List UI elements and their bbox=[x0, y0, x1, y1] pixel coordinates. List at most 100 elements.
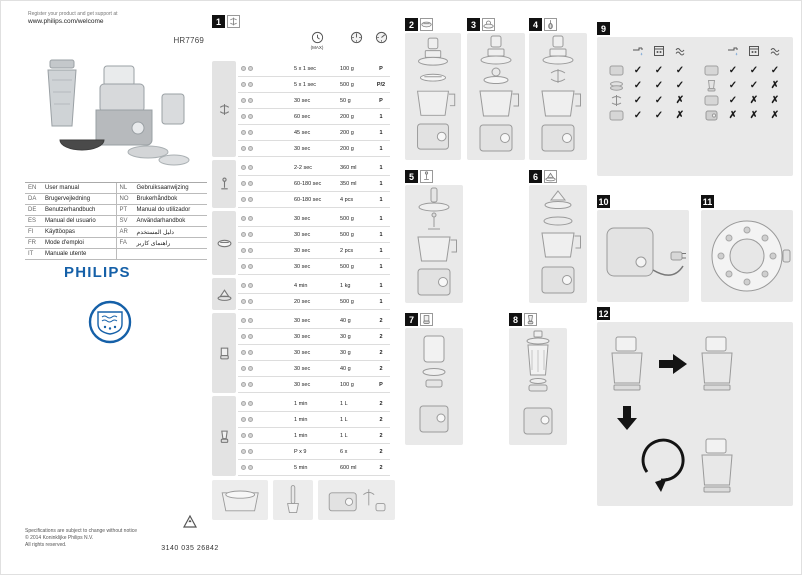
kneading-tool-icon bbox=[420, 170, 433, 183]
table-header: (MAX) bbox=[212, 31, 390, 61]
speed-cell: 2 bbox=[379, 416, 383, 423]
philips-welcome-link[interactable]: www.philips.com/welcome bbox=[28, 18, 104, 25]
amount-cell: 50 g bbox=[340, 97, 351, 104]
food-icon bbox=[241, 318, 246, 323]
speed-dial-icon bbox=[340, 31, 372, 44]
language-label: Gebruiksaanwijzing bbox=[136, 185, 189, 191]
whisk-icon bbox=[544, 18, 557, 31]
amount-cell: 1 L bbox=[340, 416, 348, 423]
food-icons bbox=[238, 130, 294, 135]
time-cell: 60 sec bbox=[294, 113, 311, 120]
time-cell: 1 min bbox=[294, 432, 308, 439]
food-icon bbox=[241, 334, 246, 339]
food-icons bbox=[238, 334, 294, 339]
food-icon bbox=[248, 98, 253, 103]
step-5-badge: 5 bbox=[405, 170, 418, 183]
food-icons bbox=[238, 382, 294, 387]
food-icons bbox=[238, 232, 294, 237]
language-code: FR bbox=[28, 240, 36, 246]
language-code: EN bbox=[28, 185, 37, 191]
food-icon bbox=[248, 146, 253, 151]
food-icons bbox=[238, 401, 294, 406]
food-icon bbox=[241, 130, 246, 135]
food-icon bbox=[248, 350, 253, 355]
step-1-badge: 1 bbox=[212, 15, 225, 28]
spacer bbox=[704, 47, 719, 59]
time-cell: 45 sec bbox=[294, 129, 311, 136]
step-11-diagram bbox=[701, 210, 793, 302]
amount-cell: 600 ml bbox=[340, 464, 357, 471]
food-icon bbox=[241, 248, 246, 253]
food-icon bbox=[241, 417, 246, 422]
food-icon bbox=[248, 318, 253, 323]
speed-cell: 1 bbox=[379, 196, 383, 203]
time-cell: 20 sec bbox=[294, 298, 311, 305]
blender-jar-icon bbox=[704, 79, 719, 92]
food-icon bbox=[241, 197, 246, 202]
food-icons bbox=[238, 283, 294, 288]
check-mark: ✓ bbox=[675, 79, 685, 91]
speed-cell: 1 bbox=[379, 145, 383, 152]
time-cell: 5 min bbox=[294, 464, 308, 471]
speed-cell: 1 bbox=[379, 298, 383, 305]
language-label: Manual do utilizador bbox=[136, 207, 191, 213]
food-icon bbox=[241, 299, 246, 304]
dishwasher-icon bbox=[653, 44, 665, 62]
disc-icon bbox=[212, 211, 236, 275]
dishwasher-icon bbox=[748, 44, 760, 62]
food-icon bbox=[248, 66, 253, 71]
recycle-icon bbox=[181, 514, 199, 530]
blender-icon bbox=[524, 313, 537, 326]
check-mark: ✓ bbox=[633, 64, 643, 76]
check-mark: ✓ bbox=[633, 79, 643, 91]
food-icons bbox=[238, 433, 294, 438]
clock-icon bbox=[311, 31, 323, 44]
speed-cell: 1 bbox=[379, 113, 383, 120]
check-mark: ✓ bbox=[728, 94, 738, 106]
food-icon bbox=[248, 401, 253, 406]
motor-unit-icon bbox=[704, 109, 719, 122]
food-icons bbox=[238, 66, 294, 71]
amount-cell: 30 g bbox=[340, 333, 351, 340]
check-mark: ✓ bbox=[749, 79, 759, 91]
food-icon bbox=[241, 82, 246, 87]
register-text: Register your product and get support at bbox=[28, 11, 118, 17]
speed-cell: 2 bbox=[379, 333, 383, 340]
check-mark: ✓ bbox=[633, 109, 643, 121]
speed-cell: P bbox=[379, 65, 383, 72]
speed-cell: 2 bbox=[379, 400, 383, 407]
check-mark: ✓ bbox=[770, 64, 780, 76]
philips-wordmark: PHILIPS bbox=[64, 264, 131, 281]
food-icon bbox=[248, 232, 253, 237]
time-cell: 30 sec bbox=[294, 365, 311, 372]
time-cell: 30 sec bbox=[294, 97, 311, 104]
language-label: Käyttöopas bbox=[45, 229, 76, 235]
cross-mark: ✗ bbox=[675, 94, 685, 106]
mill-icon bbox=[420, 313, 433, 326]
blade-icon bbox=[227, 15, 240, 28]
cloth-icon bbox=[769, 44, 781, 62]
food-icon bbox=[248, 366, 253, 371]
speed-cell: 1 bbox=[379, 180, 383, 187]
